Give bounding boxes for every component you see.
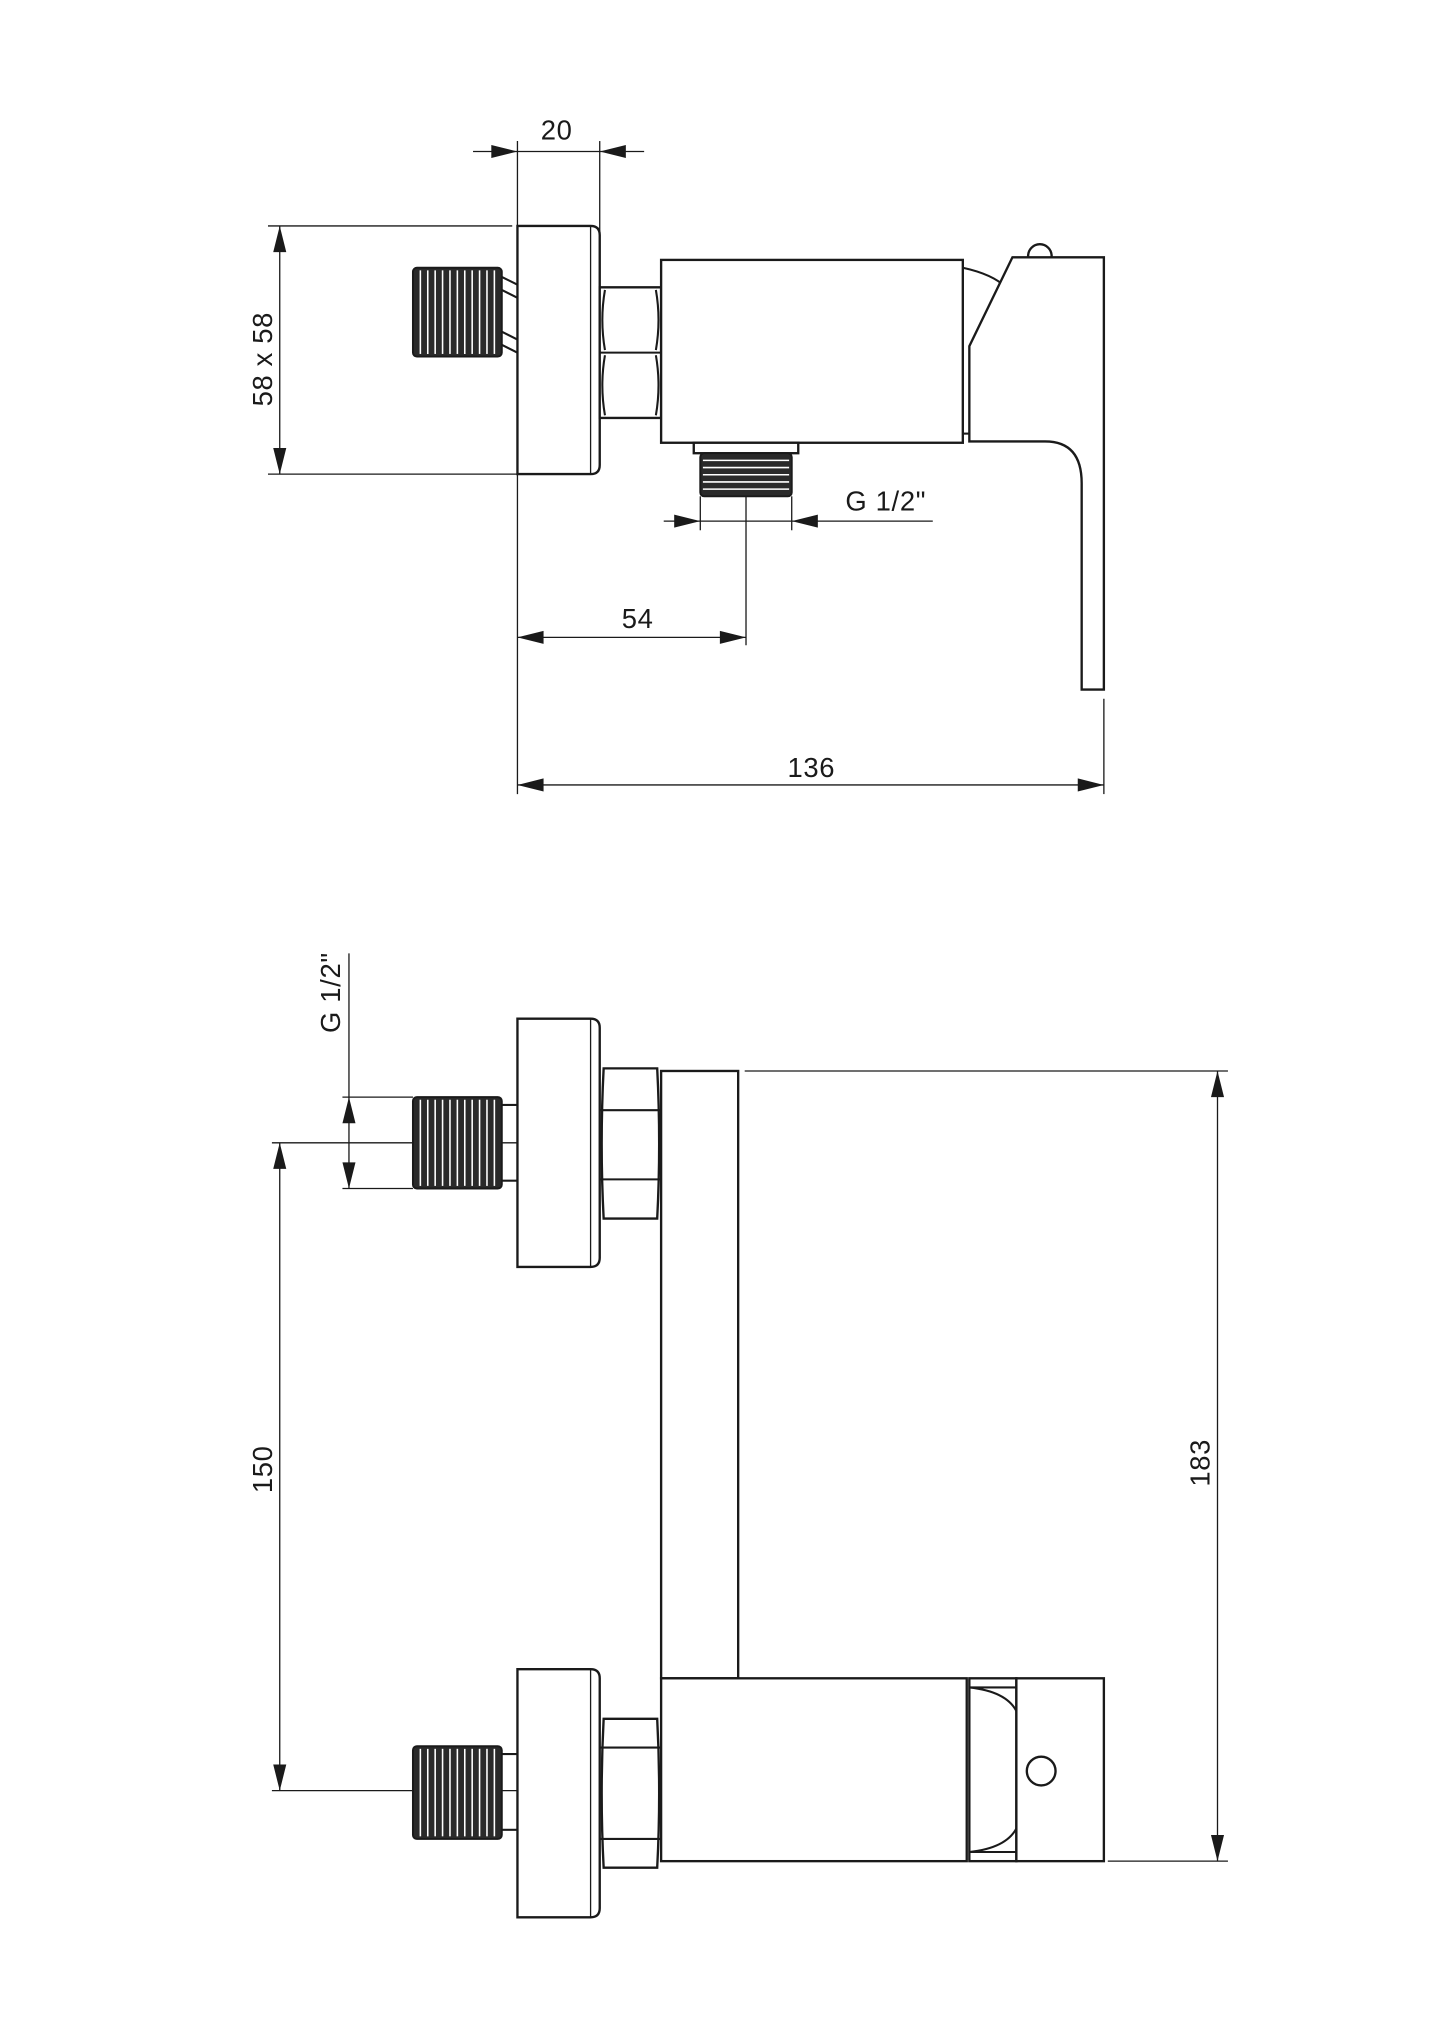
upper-hex-nut (599, 1067, 662, 1220)
front-view: G 1/2" 150 183 (247, 952, 1228, 1919)
riser-pipe (659, 1069, 740, 1680)
dimension-label: 58 x 58 (247, 312, 278, 406)
dimension-label: 150 (247, 1445, 278, 1493)
dimension-label: 54 (622, 603, 654, 634)
top-view: 20 58 x 58 G 1/2" 54 136 (247, 115, 1106, 795)
mixer-body (659, 1677, 968, 1863)
lower-inlet-thread (411, 1745, 518, 1840)
upper-inlet-thread (411, 1096, 518, 1190)
dimension-total-height: 183 (1185, 1070, 1225, 1862)
thread-ribs (411, 1096, 503, 1190)
outlet-thread (692, 441, 800, 498)
lower-hex-nut (599, 1717, 662, 1869)
mixer-body (659, 258, 964, 444)
dimension-flange-size: 58 x 58 (247, 225, 287, 475)
dimension-label: 20 (541, 115, 573, 146)
hex-nut (598, 286, 663, 420)
dimension-label: G 1/2" (315, 952, 346, 1033)
wall-flange (516, 224, 601, 476)
dimension-label: 183 (1185, 1439, 1216, 1487)
dimension-inlet-spacing: 150 (247, 1142, 287, 1791)
dimension-total-depth: 136 (517, 752, 1104, 792)
dimension-outlet-thread: G 1/2" (663, 486, 933, 528)
thread-ribs (411, 1745, 503, 1840)
lever-handle (968, 256, 1106, 691)
lower-wall-flange (516, 1667, 601, 1919)
thread-ribs (411, 266, 503, 358)
dimension-label: 136 (787, 752, 835, 783)
lever-collar (968, 1677, 1018, 1863)
upper-wall-flange (516, 1017, 601, 1269)
inlet-thread (411, 266, 518, 358)
dimension-outlet-offset: 54 (517, 603, 747, 644)
thread-ribs (699, 452, 793, 498)
dimension-flange-depth: 20 (473, 115, 645, 159)
dimension-inlet-thread: G 1/2" (315, 952, 356, 1189)
dimension-label: G 1/2" (845, 486, 926, 517)
lever-screw-hole (1025, 1755, 1057, 1787)
